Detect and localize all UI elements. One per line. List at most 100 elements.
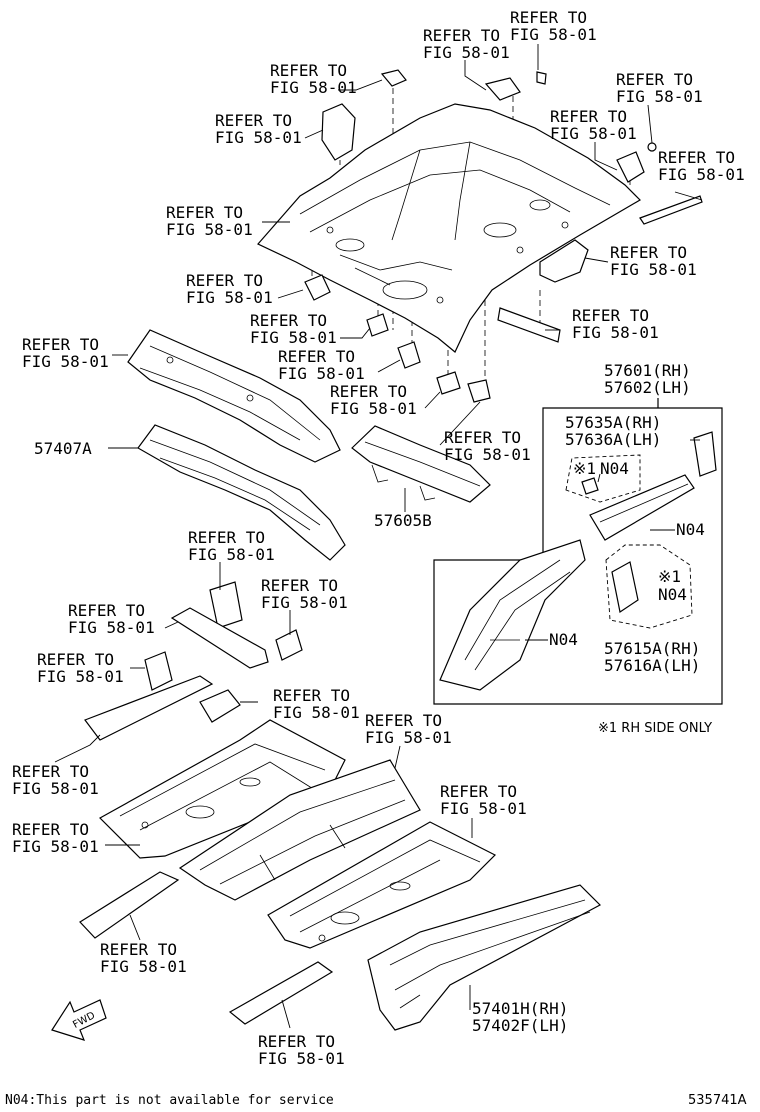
- assembly-57601-box: [433, 398, 723, 705]
- bracket-top: [380, 69, 407, 87]
- refer-label-7a: REFER TO: [658, 148, 735, 167]
- rail-right-low: [497, 307, 561, 343]
- rail-right: [639, 195, 703, 225]
- refer-label-22a: REFER TO: [365, 711, 442, 730]
- nut-top: [536, 71, 547, 85]
- refer-label-17b: FIG 58-01: [188, 545, 275, 564]
- refer-label-4b: FIG 58-01: [616, 87, 703, 106]
- refer-label-11a: REFER TO: [572, 306, 649, 325]
- refer-label-13b: FIG 58-01: [22, 352, 109, 371]
- refer-label-11b: FIG 58-01: [572, 323, 659, 342]
- front-floor-right: [267, 821, 497, 949]
- refer-label-20a: REFER TO: [37, 650, 114, 669]
- refer-label-8a: REFER TO: [166, 203, 243, 222]
- side-member-upper: [127, 329, 341, 463]
- bracket-small: [199, 689, 241, 723]
- bracket-mid4: [467, 379, 491, 403]
- refer-label-23a: REFER TO: [12, 762, 89, 781]
- bracket-mid2: [397, 341, 421, 369]
- refer-label-8b: FIG 58-01: [166, 220, 253, 239]
- part-57635A: 57635A(RH): [565, 413, 661, 432]
- front-floor-left: [99, 719, 346, 859]
- refer-label-19b: FIG 58-01: [68, 618, 155, 637]
- refer-label-23b: FIG 58-01: [12, 779, 99, 798]
- refer-label-14a: REFER TO: [278, 347, 355, 366]
- refer-label-1a: REFER TO: [510, 8, 587, 27]
- footer-note: N04:This part is not available for servi…: [5, 1093, 334, 1108]
- mount-left: [144, 651, 173, 691]
- refer-label-10b: FIG 58-01: [186, 288, 273, 307]
- rail-front-left: [79, 871, 180, 939]
- bracket-right: [616, 151, 645, 183]
- refer-label-24a: REFER TO: [440, 782, 517, 801]
- refer-label-5a: REFER TO: [215, 111, 292, 130]
- bracket-mid-left: [304, 274, 331, 301]
- n04-top: N04: [600, 459, 629, 478]
- drawings: [51, 69, 723, 1041]
- rh-side-only-note: ※1 RH SIDE ONLY: [598, 721, 712, 736]
- refer-label-12a: REFER TO: [250, 311, 327, 330]
- rear-floor-pan: [257, 103, 641, 353]
- rail-front-mid: [228, 961, 334, 1025]
- mark-n04-top: ※1: [573, 459, 596, 478]
- bracket-mid3: [436, 371, 461, 395]
- bracket-mid: [366, 313, 389, 337]
- refer-label-15b: FIG 58-01: [330, 399, 417, 418]
- refer-label-18b: FIG 58-01: [261, 593, 348, 612]
- n04-left: N04: [549, 630, 578, 649]
- bracket-center: [209, 581, 243, 629]
- rail-center: [170, 607, 269, 669]
- refer-label-4a: REFER TO: [616, 70, 693, 89]
- refer-label-26a: REFER TO: [100, 940, 177, 959]
- refer-label-3a: REFER TO: [270, 61, 347, 80]
- part-57605B: 57605B: [374, 511, 432, 530]
- refer-label-26b: FIG 58-01: [100, 957, 187, 976]
- refer-label-14b: FIG 58-01: [278, 364, 365, 383]
- refer-label-25a: REFER TO: [12, 820, 89, 839]
- leader-lines: [54, 44, 703, 1029]
- bracket-center-right: [275, 629, 303, 661]
- refer-label-15a: REFER TO: [330, 382, 407, 401]
- floor-tunnel: [178, 759, 421, 901]
- part-57401H: 57401H(RH): [472, 999, 568, 1018]
- refer-label-16b: FIG 58-01: [444, 445, 531, 464]
- refer-label-27b: FIG 58-01: [258, 1049, 345, 1068]
- nut-right: [647, 142, 657, 152]
- refer-label-9a: REFER TO: [610, 243, 687, 262]
- refer-label-25b: FIG 58-01: [12, 837, 99, 856]
- refer-label-2b: FIG 58-01: [423, 43, 510, 62]
- refer-label-24b: FIG 58-01: [440, 799, 527, 818]
- mark-n04-right: ※1: [658, 567, 681, 586]
- part-57616A: 57616A(LH): [604, 656, 700, 675]
- part-57402F: 57402F(LH): [472, 1016, 568, 1035]
- member-57407A: [137, 424, 346, 561]
- refer-label-1b: FIG 58-01: [510, 25, 597, 44]
- fwd-arrow: [51, 999, 107, 1041]
- crossmember-57605B: [351, 425, 491, 503]
- part-57615A: 57615A(RH): [604, 639, 700, 658]
- refer-label-19a: REFER TO: [68, 601, 145, 620]
- bracket-top-right: [484, 77, 521, 101]
- n04-mid: N04: [676, 520, 705, 539]
- refer-label-18a: REFER TO: [261, 576, 338, 595]
- refer-label-22b: FIG 58-01: [365, 728, 452, 747]
- refer-label-3b: FIG 58-01: [270, 78, 357, 97]
- refer-label-21b: FIG 58-01: [273, 703, 360, 722]
- bracket-left-top: [321, 103, 356, 161]
- refer-label-9b: FIG 58-01: [610, 260, 697, 279]
- refer-label-16a: REFER TO: [444, 428, 521, 447]
- n04-right: N04: [658, 585, 687, 604]
- refer-label-6a: REFER TO: [550, 107, 627, 126]
- refer-label-13a: REFER TO: [22, 335, 99, 354]
- labels: REFER TO FIG 58-01 REFER TO FIG 58-01 RE…: [5, 8, 747, 1108]
- refer-label-2a: REFER TO: [423, 26, 500, 45]
- bracket-right-mid: [539, 239, 589, 283]
- refer-label-20b: FIG 58-01: [37, 667, 124, 686]
- refer-label-10a: REFER TO: [186, 271, 263, 290]
- refer-label-21a: REFER TO: [273, 686, 350, 705]
- diagram-id: 535741A: [688, 1093, 747, 1108]
- part-57602: 57602(LH): [604, 378, 691, 397]
- part-57636A: 57636A(LH): [565, 430, 661, 449]
- refer-label-12b: FIG 58-01: [250, 328, 337, 347]
